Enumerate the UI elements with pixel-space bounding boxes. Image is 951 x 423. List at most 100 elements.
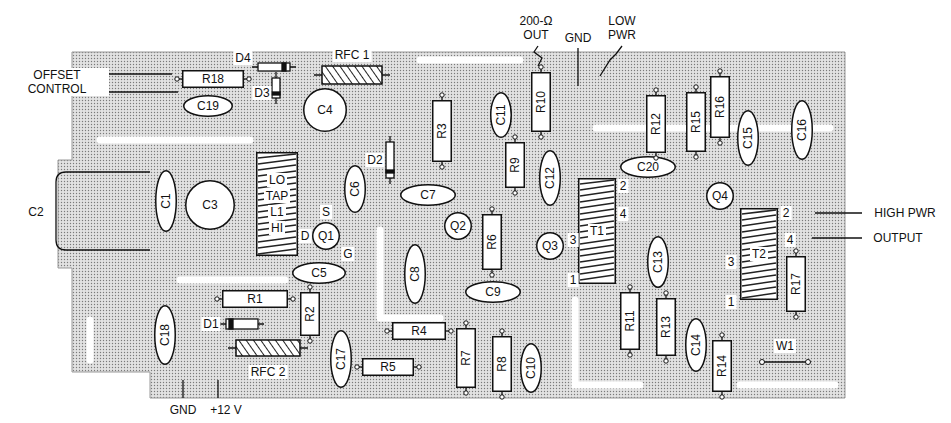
resistor-symbol: R13 — [656, 298, 676, 356]
part-text-box: C19 — [183, 95, 233, 117]
part-text-box: R10 — [531, 72, 551, 132]
part-text-box: Q2 — [444, 212, 472, 240]
part-text-box: R5 — [362, 358, 414, 376]
board-label: 1 — [726, 295, 737, 309]
part-text-box: LOTAPL1HI — [256, 152, 298, 256]
part-outline — [301, 285, 320, 343]
part-label: Q3 — [542, 239, 558, 253]
capacitor-symbol: C7 — [400, 184, 456, 206]
part-text-box: C18 — [154, 305, 176, 365]
diode-symbol — [220, 319, 264, 329]
part-outline — [175, 71, 251, 88]
part-label: C15 — [741, 127, 755, 149]
part-outline — [532, 65, 551, 139]
board-label: 3 — [726, 255, 737, 269]
part-label: R13 — [659, 316, 673, 338]
leader-lines — [56, 46, 862, 398]
part-outline — [537, 233, 564, 260]
part-outline — [647, 88, 666, 160]
resistor-symbol: R3 — [432, 100, 452, 162]
part-outline — [304, 89, 347, 132]
round-part: C4 — [303, 88, 347, 132]
part-label: C7 — [420, 188, 435, 202]
part-outline — [466, 282, 521, 303]
part-label: T1 — [588, 224, 606, 238]
part-outline — [156, 171, 177, 232]
part-outline — [405, 245, 426, 304]
rfc-coil — [314, 66, 390, 84]
part-outline — [493, 329, 512, 399]
part-label: R17 — [789, 273, 803, 295]
resistor-symbol: R2 — [300, 292, 320, 336]
part-text-box: R15 — [686, 92, 706, 152]
part-text-box: R6 — [482, 214, 502, 270]
part-outline — [184, 96, 233, 117]
part-text-box: R9 — [505, 142, 525, 188]
part-label: R4 — [411, 324, 426, 338]
part-label: C9 — [485, 285, 500, 299]
board-label: S — [320, 205, 332, 219]
part-outline — [521, 344, 542, 393]
part-label: C20 — [637, 160, 659, 174]
part-outline — [621, 285, 640, 357]
board-label: W1 — [774, 339, 796, 353]
board-label: D2 — [365, 153, 384, 167]
part-outline — [711, 69, 730, 145]
part-outline — [186, 181, 235, 230]
part-outline — [491, 93, 512, 138]
part-label: C10 — [524, 357, 538, 379]
part-label: R8 — [495, 356, 509, 371]
capacitor-symbol: C19 — [183, 95, 233, 117]
part-text-box: R2 — [300, 292, 320, 336]
part-label: Q4 — [712, 189, 728, 203]
part-text-box: Q1 — [312, 222, 340, 250]
part-outline — [787, 249, 806, 319]
diode-symbol — [272, 72, 280, 104]
capacitor-symbol: C17 — [330, 330, 352, 388]
part-outline — [738, 111, 759, 166]
part-label: C6 — [348, 181, 362, 196]
part-label: R12 — [649, 113, 663, 135]
board-label: 3 — [568, 233, 579, 247]
resistor-symbol: R6 — [482, 214, 502, 270]
part-outline — [657, 291, 676, 363]
board-label: 200-Ω OUT — [512, 14, 560, 42]
part-label: C11 — [494, 104, 508, 125]
round-part: Q3 — [536, 232, 564, 260]
part-label: C14 — [689, 334, 703, 356]
resistor-symbol: R1 — [222, 290, 288, 308]
part-text-box: C12 — [539, 150, 561, 206]
part-label: LO — [267, 173, 287, 187]
board-label: 4 — [618, 207, 629, 221]
capacitor-symbol: C8 — [404, 244, 426, 304]
part-text-box: C13 — [647, 236, 669, 288]
board-label: GND — [168, 403, 199, 417]
board-label: +12 V — [208, 403, 244, 417]
capacitor-symbol: C9 — [465, 281, 521, 303]
part-label: Q1 — [318, 229, 334, 243]
part-outline — [648, 237, 669, 288]
part-text-box: C9 — [465, 281, 521, 303]
part-label: C19 — [197, 99, 219, 113]
coil-symbol: T1 — [578, 178, 616, 284]
part-text-box: R7 — [456, 328, 476, 388]
part-text-box: C7 — [400, 184, 456, 206]
part-outline — [345, 166, 366, 213]
part-text-box: C11 — [490, 92, 512, 138]
part-text-box: C3 — [185, 180, 235, 230]
part-label: R9 — [508, 157, 522, 172]
part-text-box: C10 — [520, 343, 542, 393]
capacitor-symbol: C18 — [154, 305, 176, 365]
part-text-box: T1 — [578, 178, 616, 284]
part-outline — [687, 85, 706, 159]
part-outline — [483, 207, 502, 277]
coil-symbol: LOTAPL1HI — [256, 152, 298, 256]
coil-symbol: T2 — [740, 208, 778, 300]
part-label: R16 — [713, 96, 727, 118]
part-text-box: R13 — [656, 298, 676, 356]
part-outline — [713, 333, 732, 399]
part-text-box: R14 — [712, 340, 732, 392]
round-part: C3 — [185, 180, 235, 230]
board-label: RFC 1 — [333, 48, 372, 62]
